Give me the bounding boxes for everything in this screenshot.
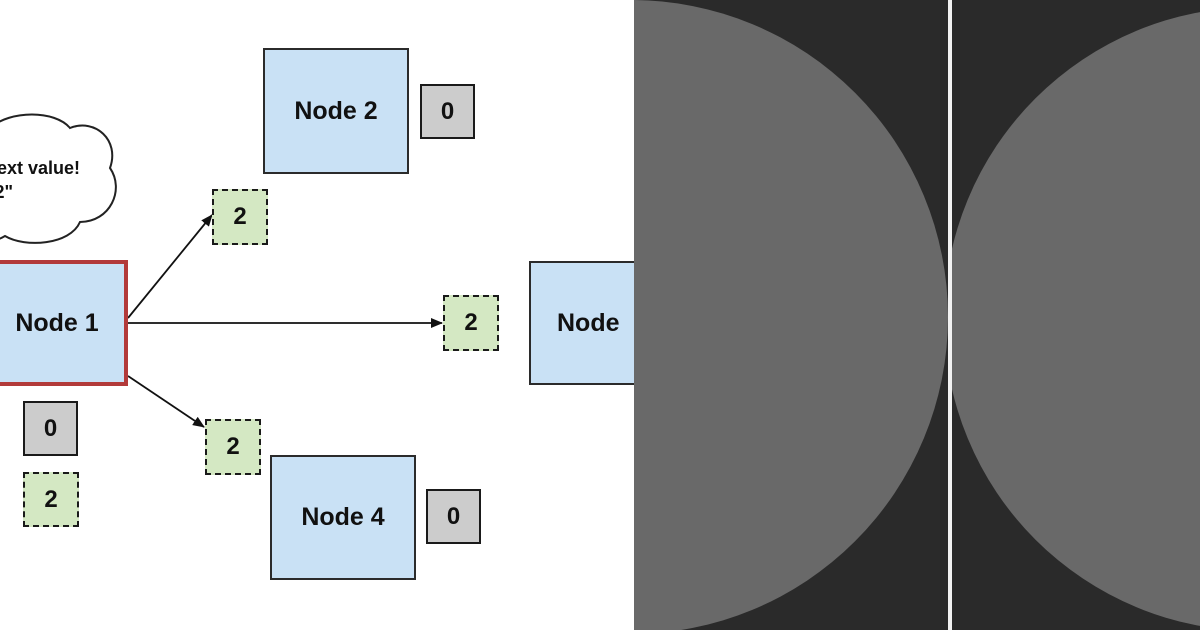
- node-2-value-box: 0: [420, 84, 475, 139]
- node-1[interactable]: Node 1: [0, 260, 128, 386]
- node-3[interactable]: Node: [529, 261, 634, 385]
- node-4-value-box: 0: [426, 489, 481, 544]
- node-1-value: 0: [43, 414, 58, 442]
- node-2[interactable]: Node 2: [263, 48, 409, 174]
- node-1-value-box: 0: [23, 401, 78, 456]
- node-2-label: Node 2: [294, 96, 378, 125]
- vertical-divider: [948, 0, 952, 630]
- thought-bubble-line1: next value!: [0, 158, 81, 178]
- message-to-node-2-value: 2: [233, 203, 247, 230]
- message-to-node-4: 2: [205, 419, 261, 475]
- node-4-label: Node 4: [301, 503, 385, 531]
- message-to-node-2: 2: [212, 189, 268, 245]
- right-disc-clip: [952, 0, 1200, 630]
- arrow-node1-to-node2: [127, 214, 213, 319]
- thought-bubble-line2: "2": [0, 182, 14, 202]
- node-2-value: 0: [440, 97, 455, 125]
- node-4[interactable]: Node 4: [270, 455, 416, 580]
- diagram-connectors: [0, 113, 443, 428]
- thought-cloud-shape: [0, 113, 117, 244]
- message-to-node-4-value: 2: [226, 433, 240, 460]
- node-3-label: Node: [557, 308, 620, 337]
- message-to-node-3-value: 2: [464, 309, 478, 336]
- dark-panel: [634, 0, 1200, 630]
- diagram-area: next value! "2" Node 1 Node 2 Node Node …: [0, 48, 634, 580]
- thought-bubble-text: next value! "2": [0, 156, 116, 204]
- node-1-label: Node 1: [15, 308, 99, 337]
- node-1-pending-message-value: 2: [44, 485, 58, 513]
- left-half-disc: [634, 0, 948, 630]
- right-half-disc: [952, 7, 1200, 630]
- node-4-value: 0: [446, 502, 461, 530]
- arrow-node1-to-node4: [127, 375, 205, 428]
- message-to-node-3: 2: [443, 295, 499, 351]
- node-1-pending-message: 2: [23, 472, 79, 527]
